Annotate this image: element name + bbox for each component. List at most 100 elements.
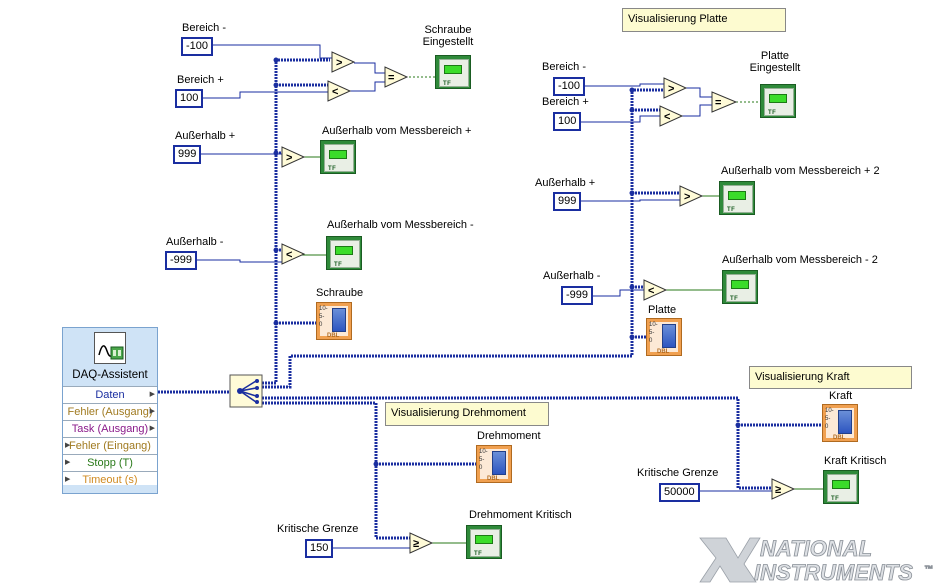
platte-messbereich-minus-label: Außerhalb vom Messbereich - 2 [722, 254, 878, 266]
greater-comparator [281, 146, 306, 168]
drehmoment-indicator-label: Drehmoment [477, 430, 541, 442]
tank-icon [662, 324, 676, 348]
svg-text:≥: ≥ [775, 484, 781, 496]
tf-label: TF [831, 496, 840, 502]
led-icon [769, 94, 787, 103]
platte-ausserhalb-minus-constant[interactable]: -999 [561, 286, 594, 305]
ausserhalb-minus-constant[interactable]: -999 [165, 251, 198, 270]
platte-bereich-plus-constant[interactable]: 100 [553, 112, 582, 131]
schraube-eingestellt-indicator[interactable]: TF [435, 55, 471, 89]
terminal-arrow-icon: ▶ [149, 408, 155, 415]
less-comparator [327, 80, 352, 102]
terminal-label: Timeout (s) [82, 474, 138, 486]
greater-comparator [331, 51, 356, 73]
tf-label: TF [334, 262, 343, 268]
logo-tm: ™ [924, 564, 933, 574]
scale-ticks: 10-5-0 [479, 449, 488, 471]
daq-terminal-timeout[interactable]: ▶Timeout (s) [63, 471, 157, 488]
daq-terminal-task-ausgang[interactable]: Task (Ausgang)▶ [63, 420, 157, 437]
daq-terminal-stopp[interactable]: ▶Stopp (T) [63, 454, 157, 471]
daq-terminal-fehler-ausgang[interactable]: Fehler (Ausgang)▶ [63, 403, 157, 420]
drehmoment-grenze-label: Kritische Grenze [277, 523, 359, 535]
lt-symbol: < [332, 86, 338, 98]
messbereich-plus-indicator[interactable]: TF [320, 140, 356, 174]
kraft-grenze-label: Kritische Grenze [637, 467, 719, 479]
kraft-kritisch-indicator[interactable]: TF [823, 470, 859, 504]
wire-schraube-bus [262, 58, 330, 385]
daq-title: DAQ-Assistent [72, 369, 148, 381]
drehmoment-grenze-constant[interactable]: 150 [305, 539, 334, 558]
terminal-arrow-icon: ▶ [65, 442, 71, 449]
greater-comparator [663, 77, 688, 99]
svg-text:≥: ≥ [413, 538, 419, 550]
platte-messbereich-plus-label: Außerhalb vom Messbereich + 2 [721, 165, 880, 177]
kraft-indicator-label: Kraft [829, 390, 853, 402]
less-comparator [659, 105, 684, 127]
platte-messbereich-minus-indicator[interactable]: TF [722, 270, 758, 304]
eq-symbol: = [388, 72, 394, 84]
tank-icon [838, 410, 852, 434]
platte-messbereich-plus-indicator[interactable]: TF [719, 181, 755, 215]
bereich-minus-constant[interactable]: -100 [181, 37, 214, 56]
label-line: Eingestellt [749, 62, 801, 74]
convert-from-dynamic-data [229, 374, 263, 408]
tf-label: TF [768, 110, 777, 116]
svg-text:>: > [286, 152, 292, 164]
bereich-plus-constant[interactable]: 100 [175, 89, 204, 108]
kraft-grenze-constant[interactable]: 50000 [659, 483, 700, 502]
logo-line1: NATIONAL [760, 536, 872, 561]
platte-ausserhalb-plus-constant[interactable]: 999 [553, 192, 582, 211]
platte-eingestellt-indicator[interactable]: TF [760, 84, 796, 118]
platte-bereich-minus-constant[interactable]: -100 [553, 77, 586, 96]
bereich-minus-label: Bereich - [182, 22, 227, 34]
platte-ausserhalb-plus-label: Außerhalb + [535, 177, 596, 189]
led-icon [335, 246, 353, 255]
scale-ticks: 10-5-0 [319, 306, 328, 328]
logo-line2: INSTRUMENTS [754, 560, 913, 584]
terminal-label: Fehler (Ausgang) [67, 406, 153, 418]
tf-label: TF [328, 166, 337, 172]
greater-equal-comparator [771, 478, 796, 500]
terminal-label: Task (Ausgang) [71, 423, 149, 435]
ausserhalb-minus-label: Außerhalb - [166, 236, 224, 248]
equal-comparator [711, 91, 738, 113]
daq-footer [63, 485, 157, 493]
ausserhalb-plus-constant[interactable]: 999 [173, 145, 202, 164]
note-visualisierung-platte: Visualisierung Platte [622, 8, 786, 32]
label-line: Platte [760, 50, 790, 62]
led-icon [728, 191, 746, 200]
led-icon [731, 280, 749, 289]
daq-assistant-node[interactable]: DAQ-Assistent Daten▶ Fehler (Ausgang)▶ T… [62, 327, 158, 494]
drehmoment-kritisch-label: Drehmoment Kritisch [469, 509, 572, 521]
less-comparator [281, 243, 306, 265]
greater-comparator [679, 185, 704, 207]
national-instruments-logo: NATIONAL INSTRUMENTS ™ [698, 532, 933, 585]
tank-icon [492, 451, 506, 475]
daq-terminal-fehler-eingang[interactable]: ▶Fehler (Eingang) [63, 437, 157, 454]
terminal-arrow-icon: ▶ [149, 425, 155, 432]
messbereich-minus-label: Außerhalb vom Messbereich - [327, 219, 474, 231]
terminal-label: Daten [95, 389, 125, 401]
less-comparator [643, 279, 668, 301]
led-icon [444, 65, 462, 74]
platte-indicator-label: Platte [648, 304, 677, 316]
daq-terminal-daten[interactable]: Daten▶ [63, 386, 157, 403]
terminal-label: Stopp (T) [87, 457, 133, 469]
dbl-label: DBL [657, 349, 670, 355]
platte-bereich-minus-label: Bereich - [542, 61, 587, 73]
kraft-kritisch-label: Kraft Kritisch [824, 455, 887, 467]
dbl-label: DBL [487, 476, 500, 482]
drehmoment-kritisch-indicator[interactable]: TF [466, 525, 502, 559]
bereich-plus-label: Bereich + [177, 74, 224, 86]
label-line: Eingestellt [422, 36, 474, 48]
note-visualisierung-drehmoment: Visualisierung Drehmoment [385, 402, 549, 426]
messbereich-minus-indicator[interactable]: TF [326, 236, 362, 270]
terminal-label: Fehler (Eingang) [69, 440, 151, 452]
svg-text:>: > [684, 191, 690, 203]
gt-symbol: > [336, 57, 342, 69]
